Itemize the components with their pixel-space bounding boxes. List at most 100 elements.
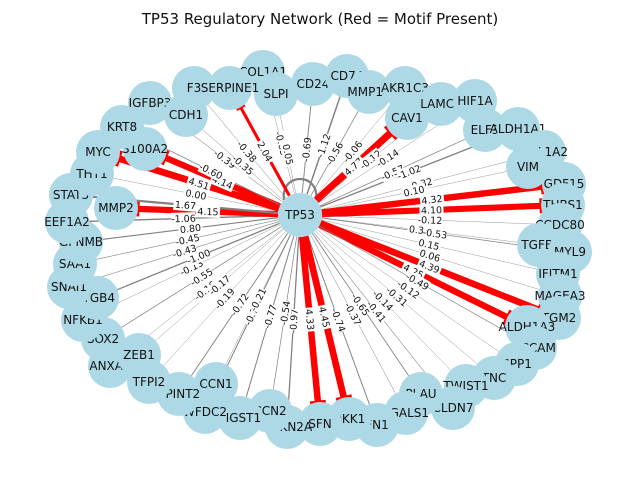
node-ccn1[interactable]: CCN1 (194, 362, 238, 406)
node-slpi[interactable]: SLPI (254, 72, 298, 116)
edge-weight-text: -0.53 (422, 227, 448, 241)
edge-weight-bg (302, 306, 318, 333)
node-vim[interactable]: VIM (506, 145, 550, 189)
edge-weight-bg (185, 174, 213, 193)
edge-weight-bg (206, 272, 233, 298)
node-mmp14[interactable]: MMP14 (347, 70, 391, 114)
edge-weight-ccdc80: -0.12 (417, 213, 443, 227)
edge-weight-text: -0.54 (279, 300, 294, 326)
node-label: IGFBP3 (129, 96, 172, 110)
node-label: ELF3 (471, 123, 500, 137)
edge-weight-slpi: 0.05 (280, 141, 297, 168)
edge-weight-thbs1: 4.10 (419, 203, 444, 217)
edge-weight-bg (188, 265, 215, 289)
edge-weight-bg (212, 285, 237, 312)
edge-weight-text: 0.05 (280, 143, 295, 166)
edge-weight-bg (342, 300, 364, 328)
node-label: CCN1 (199, 377, 232, 391)
edge-head-thbs1 (539, 198, 543, 214)
edge-weight-text: -0.12 (417, 215, 442, 227)
node-label: CDH1 (169, 108, 203, 122)
edge-head-dkk1 (335, 394, 352, 401)
node-circle (254, 72, 298, 116)
node-serpine1[interactable]: SERPINE1 (201, 66, 260, 110)
edge-weight-bg (417, 213, 443, 227)
edge-weight-bg (348, 291, 373, 318)
edge-weight-bg (177, 221, 204, 236)
edge-weight-bg (171, 212, 196, 225)
edge-weight-cdkn2a: -0.97 (286, 308, 301, 334)
node-circle (128, 81, 172, 125)
node-circle (218, 396, 262, 440)
node-label: HIF1A (457, 94, 493, 108)
edge-weight-text: 4.33 (303, 309, 316, 331)
node-circle (463, 108, 507, 152)
edge-weight-bg (260, 303, 280, 330)
node-label: CD24 (297, 77, 330, 91)
node-circle (385, 96, 429, 140)
node-circle (172, 66, 216, 110)
node-label: KRT8 (107, 120, 137, 134)
edge-weight-ccn2: -0.54 (277, 300, 293, 326)
node-circle (298, 402, 342, 446)
edge-weight-bg (315, 303, 334, 331)
edge-weight-bg (383, 284, 411, 309)
node-cd24[interactable]: CD24 (291, 62, 335, 106)
node-label: CAV1 (391, 111, 423, 125)
edge-weight-serpine1: 2.04 (253, 138, 277, 165)
node-label: AKR1C3 (381, 81, 429, 95)
diagram-title: TP53 Regulatory Network (Red = Motif Pre… (141, 10, 499, 28)
edge-weight-text: -0.77 (262, 303, 280, 330)
hub-circle (278, 193, 322, 237)
edge-weight-mmp2: 4.15 (195, 205, 221, 219)
edge-weight-text: -1.06 (171, 214, 196, 226)
edge-weight-dkk1: 4.45 (315, 303, 334, 331)
edge-weight-bg (323, 140, 346, 167)
edge-weight-bg (419, 192, 445, 207)
node-label: TFPI2 (132, 375, 166, 389)
node-sfn[interactable]: SFN (298, 402, 342, 446)
edge-weight-text: 4.15 (197, 207, 219, 219)
node-tp53-hub[interactable]: TP53 (278, 193, 322, 237)
edge-weight-text: -0.45 (175, 232, 201, 248)
node-mgst1[interactable]: MGST1 (218, 396, 262, 440)
edge-weight-bg (374, 146, 401, 170)
node-lamc2[interactable]: LAMC2 (419, 82, 463, 126)
edge-weight-text: 1.67 (174, 200, 196, 213)
edge-weight-text: -0.97 (288, 308, 300, 333)
node-label: SFN (308, 417, 332, 431)
edge-weight-bg (416, 246, 444, 265)
edge-weight-bg (395, 162, 423, 182)
node-label: MMP2 (98, 201, 134, 215)
edge-weight-bg (416, 256, 443, 277)
edge-weight-bg (185, 246, 212, 267)
node-label: SLPI (263, 87, 288, 101)
node-elf3[interactable]: ELF3 (463, 108, 507, 152)
edge-weight-text: 4.10 (421, 205, 443, 217)
edge-weight-bg (395, 277, 422, 302)
node-circle (208, 66, 252, 110)
node-cav1[interactable]: CAV1 (385, 96, 429, 140)
edge-weight-bg (328, 306, 349, 334)
node-circle (291, 62, 335, 106)
node-zeb1[interactable]: ZEB1 (117, 333, 161, 377)
edge-weight-bg (370, 287, 396, 314)
hub-label: TP53 (284, 208, 315, 222)
edge-weight-bg (357, 147, 384, 172)
edge-weight-mgst1: -0.77 (260, 303, 280, 330)
edge-weight-myl9: -0.53 (422, 225, 448, 242)
node-mmp2[interactable]: MMP2 (94, 186, 138, 230)
node-label: F3 (187, 81, 202, 95)
node-igfbp3[interactable]: IGFBP3 (128, 81, 172, 125)
edge-weight-bg (277, 300, 293, 326)
edge-weight-text: 0.00 (184, 188, 207, 203)
node-label: TGFBI (520, 238, 556, 252)
node-label: MGST1 (219, 411, 261, 425)
edge-weight-bg (211, 147, 239, 171)
node-circle (194, 362, 238, 406)
edge-weight-bg (195, 205, 221, 218)
edge-weight-bg (364, 298, 389, 325)
node-f3[interactable]: F3 (172, 66, 216, 110)
node-circle (117, 333, 161, 377)
edge-head-aldh1a3 (502, 309, 513, 325)
